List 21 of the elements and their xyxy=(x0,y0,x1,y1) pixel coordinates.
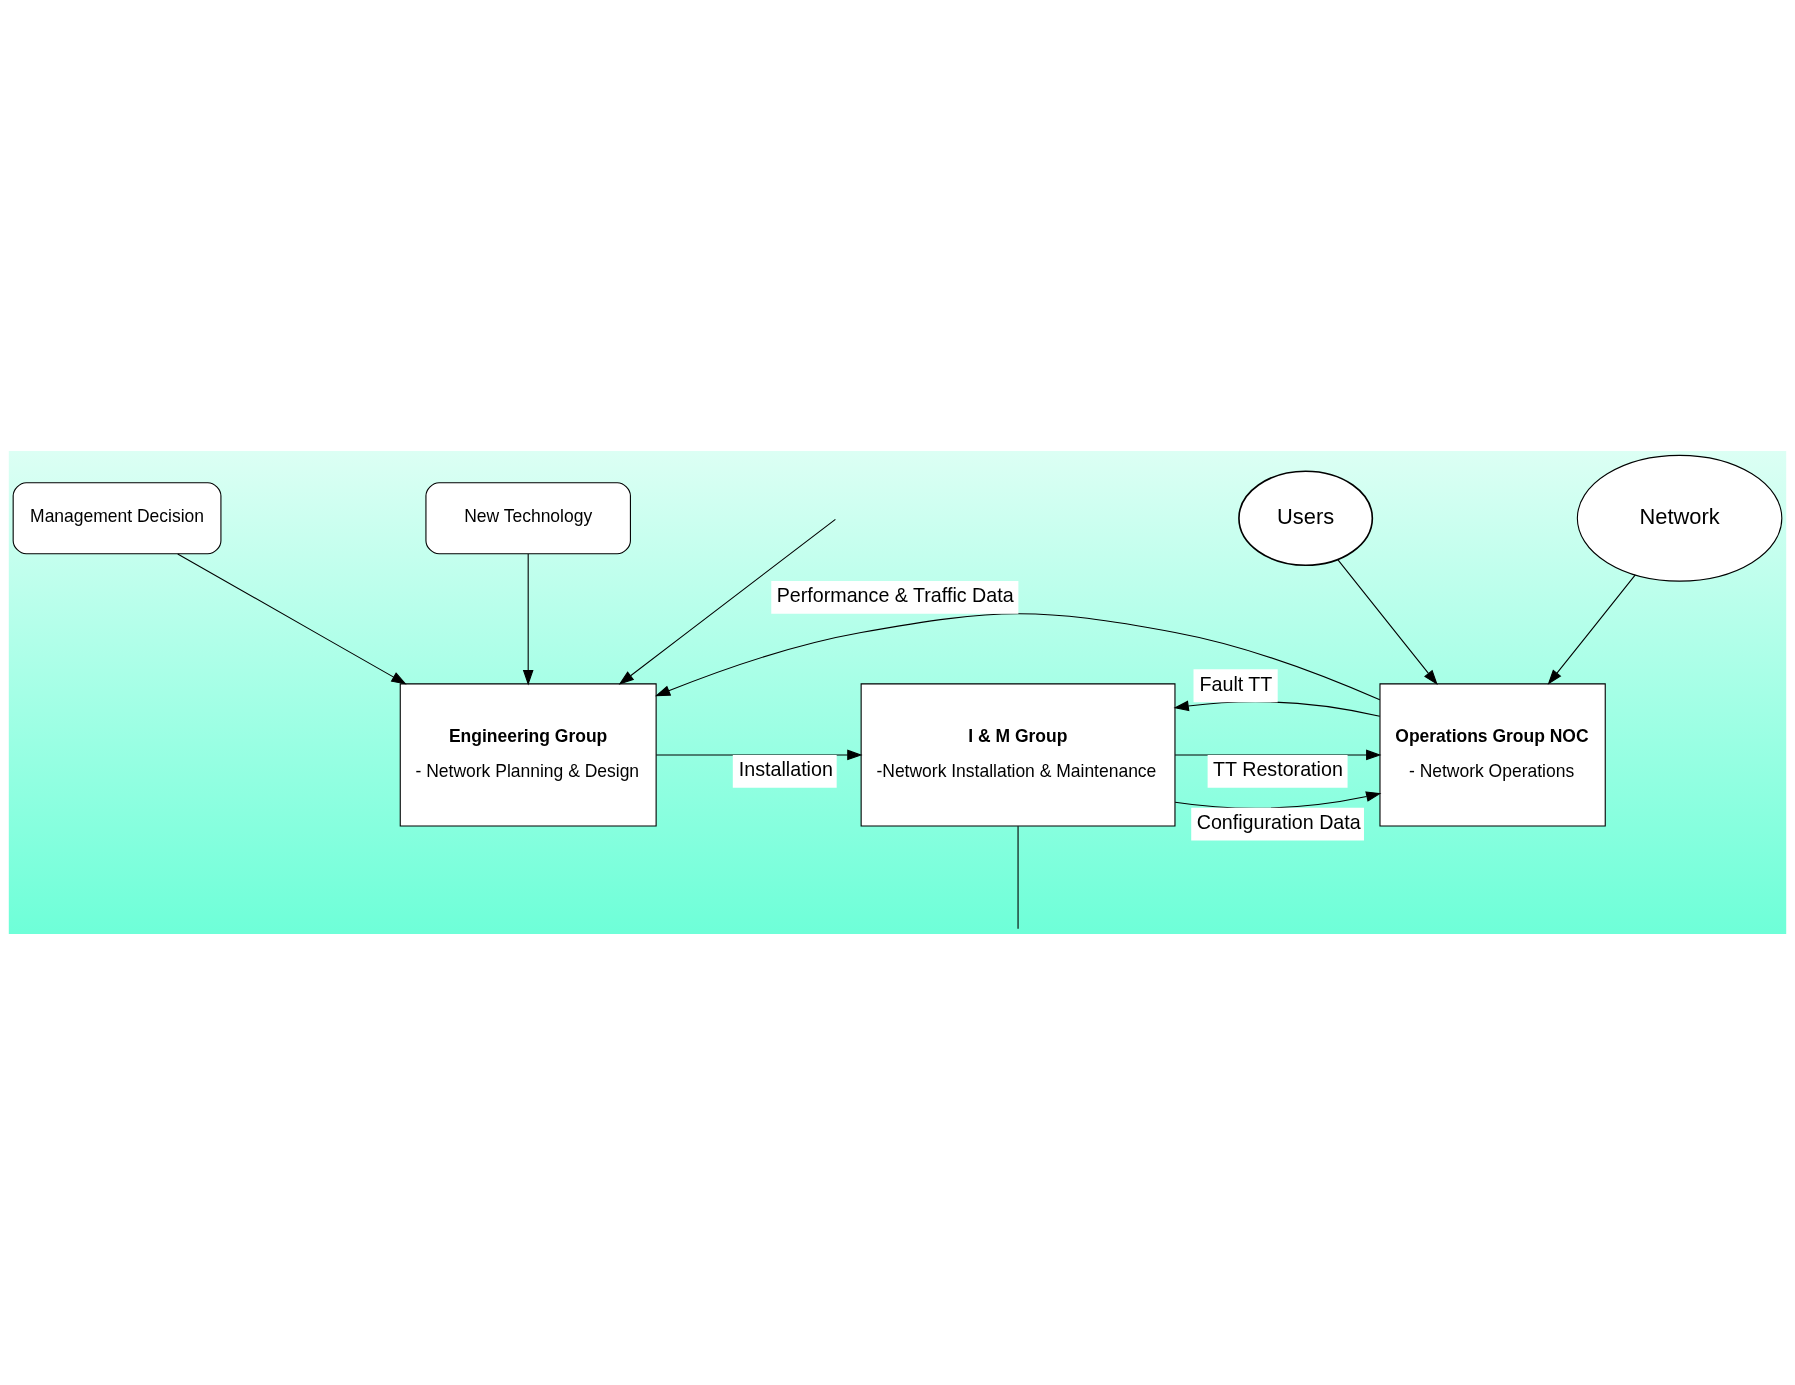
edge-label: Configuration Data xyxy=(1196,811,1361,834)
arrow xyxy=(177,553,407,685)
arrow xyxy=(618,518,836,685)
edge-label: TT Restoration xyxy=(1213,758,1343,781)
node-box: Engineering Group - Network Planning & Design xyxy=(399,683,657,827)
edge-label: Performance & Traffic Data xyxy=(776,584,1014,607)
node-box: Management Decision xyxy=(12,482,222,555)
arrow xyxy=(1174,749,1382,761)
node-box: Operations Group NOC - Network Operations xyxy=(1379,683,1606,827)
connector xyxy=(1017,825,1019,930)
arrow xyxy=(1174,791,1382,809)
node-ellipse: Users xyxy=(1238,470,1374,567)
edge-label: Installation xyxy=(738,758,833,781)
arrow xyxy=(522,553,534,686)
node-box: I & M Group -Network Installation & Maintenance xyxy=(860,683,1176,827)
edge-label: Fault TT xyxy=(1199,672,1273,695)
arrow xyxy=(1547,574,1636,685)
node-box: New Technology xyxy=(425,482,631,555)
arrow xyxy=(655,749,863,761)
node-ellipse: Network xyxy=(1576,454,1783,582)
arrow xyxy=(1337,559,1438,686)
